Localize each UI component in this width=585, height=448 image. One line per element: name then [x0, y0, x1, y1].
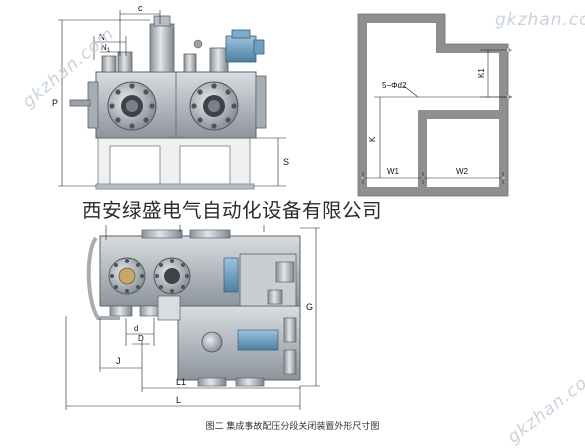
plate-dimensions [362, 49, 512, 184]
plate-labels: 5−Φd2 K1 K W1 W2 [368, 68, 486, 176]
dimension-label-N1: N1 [101, 43, 111, 54]
front-port-right [189, 81, 239, 131]
dimension-label-W1: W1 [387, 167, 400, 176]
dimension-label-D: D [138, 334, 144, 343]
front-view-labels: c N N1 P S [52, 3, 289, 167]
dimension-label-W2: W2 [456, 167, 469, 176]
dimension-label-L: L [176, 395, 181, 405]
right-flange [255, 75, 267, 129]
dimension-label-K1: K1 [477, 68, 486, 78]
top-view-port-right [153, 257, 191, 295]
company-name: 西安绿盛电气自动化设备有限公司 [82, 199, 383, 222]
dimension-label-c: c [138, 3, 143, 13]
accumulator-cap [157, 295, 181, 321]
dimension-label-G: G [306, 302, 313, 312]
dimension-label-P: P [52, 98, 58, 108]
dimension-label-K: K [368, 136, 377, 142]
pressure-gauge [201, 331, 223, 353]
dimension-label-L1: L1 [176, 377, 186, 387]
front-view [69, 15, 267, 190]
front-port-left [107, 81, 157, 131]
plate-cutout-upper [367, 23, 499, 187]
front-view-stand [95, 135, 255, 190]
solenoid-valve-front [193, 29, 265, 63]
hole-spec-label: 5−Φd2 [382, 81, 407, 90]
dimension-label-J: J [116, 356, 121, 366]
company-banner: 西安绿盛电气自动化设备有限公司 [82, 197, 502, 225]
top-cylinders [101, 15, 229, 73]
top-view-port-left [108, 257, 146, 295]
solenoid-valve-top-view [223, 257, 279, 351]
figure-caption: 图二 集成事故配压分段关闭装置外形尺寸图 [205, 422, 380, 432]
top-view [86, 229, 301, 387]
dimension-label-S: S [283, 157, 289, 167]
dimension-label-N: N [99, 33, 105, 42]
plate-cutout-lower [427, 119, 499, 187]
watermark: gkzhan.com [495, 10, 585, 30]
dimension-label-d: d [134, 324, 138, 333]
front-view-dimensions [58, 10, 286, 187]
mounting-plate-view: 5−Φd2 K1 K W1 W2 [357, 13, 512, 197]
shaft-stub [69, 99, 91, 107]
top-view-bosses [109, 229, 297, 387]
bypass-pipe [86, 236, 120, 320]
